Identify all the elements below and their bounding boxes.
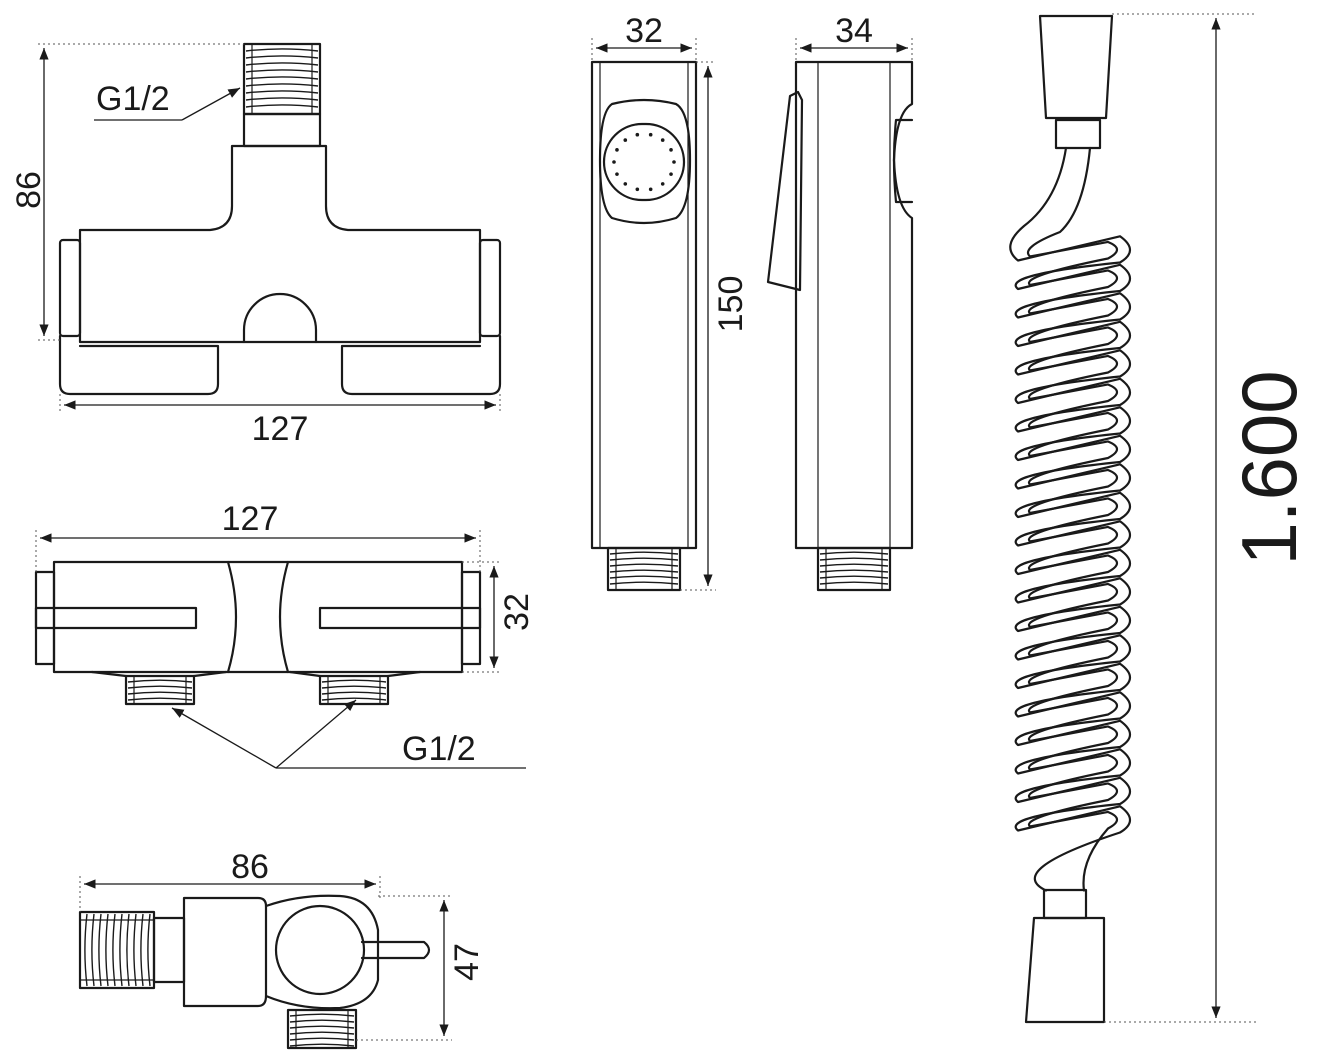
dim-handshower-front-width: 32	[625, 12, 663, 50]
nozzle-dots	[612, 132, 676, 192]
top-left-cap	[34, 570, 56, 666]
bottom-thread-right	[318, 674, 390, 706]
dim-mixer-top-width: 127	[222, 500, 279, 538]
thread-ridges	[321, 679, 387, 701]
thread-ridges	[609, 551, 679, 585]
hose-inner-edge	[1027, 146, 1119, 892]
nozzle-dot	[623, 138, 628, 142]
dim-hose-length: 1.600	[1225, 370, 1313, 565]
handshower-front-view: 32 150	[590, 12, 750, 592]
thread-ridges	[127, 679, 193, 701]
hose-view: 1.600	[1009, 13, 1313, 1024]
inlet-neck	[242, 112, 322, 148]
trigger-lever	[766, 90, 804, 292]
top-right-cap	[460, 570, 482, 666]
nozzle-dot	[672, 160, 676, 164]
hose-coils	[1009, 146, 1132, 892]
spray-head	[598, 98, 692, 225]
thread-label-top: G1/2	[96, 80, 170, 118]
handshower-side-thread	[816, 546, 892, 592]
mixer-side-view: 86 47	[78, 848, 486, 1050]
diverter-hole	[242, 292, 318, 344]
nozzle-dot	[669, 172, 673, 176]
nozzle-dot	[648, 187, 653, 192]
nozzle-dot	[669, 148, 673, 152]
left-wall-plate	[58, 334, 220, 396]
mixer-front-view: 86 127 G1/2	[10, 42, 502, 448]
top-body	[52, 560, 464, 674]
bottom-thread-left	[124, 674, 196, 706]
side-thread-bottom	[286, 1008, 358, 1050]
right-wall-plate	[340, 334, 502, 396]
nozzle-dot	[612, 160, 616, 164]
thread-ridges	[819, 551, 889, 585]
nozzle-dot	[635, 132, 640, 137]
nozzle-dot	[615, 148, 619, 152]
left-slot	[34, 606, 198, 630]
nozzle-dot	[623, 182, 628, 186]
nozzle-dot	[660, 182, 665, 186]
dim-handshower-length: 150	[712, 276, 750, 333]
right-slot	[318, 606, 482, 630]
hose-bottom-nut	[1024, 916, 1106, 1024]
nozzle-dot	[635, 187, 640, 192]
mixer-body	[78, 144, 482, 344]
nozzle-dot	[660, 138, 665, 142]
thread-ridges	[84, 913, 151, 987]
dim-mixer-front-height: 86	[10, 171, 48, 209]
thread-ridges	[289, 1013, 355, 1047]
handshower-side-view: 34	[766, 12, 914, 592]
left-end-cap	[58, 238, 82, 338]
handshower-body	[590, 60, 698, 550]
spray-face	[602, 122, 686, 202]
top-thread	[242, 42, 322, 116]
dim-mixer-side-length: 86	[231, 848, 269, 886]
hose-outer-edge	[1009, 146, 1132, 892]
hose-top-nut	[1038, 14, 1114, 120]
nozzle-dot	[615, 172, 619, 176]
dim-mixer-top-depth: 32	[498, 593, 536, 631]
side-thread-left	[78, 910, 156, 990]
right-end-cap	[478, 238, 502, 338]
dim-mixer-front-width: 127	[252, 410, 309, 448]
hose-bottom-ferrule	[1042, 888, 1088, 920]
nozzle-dot	[648, 132, 653, 137]
thread-ridges	[245, 48, 319, 108]
hose-top-ferrule	[1054, 118, 1102, 150]
dim-mixer-side-height: 47	[448, 943, 486, 981]
handshower-thread	[606, 546, 682, 592]
thread-label-bottom: G1/2	[402, 730, 476, 768]
mixer-top-view: 127 32 G1/2	[34, 500, 536, 769]
dim-handshower-side-width: 34	[835, 12, 873, 50]
